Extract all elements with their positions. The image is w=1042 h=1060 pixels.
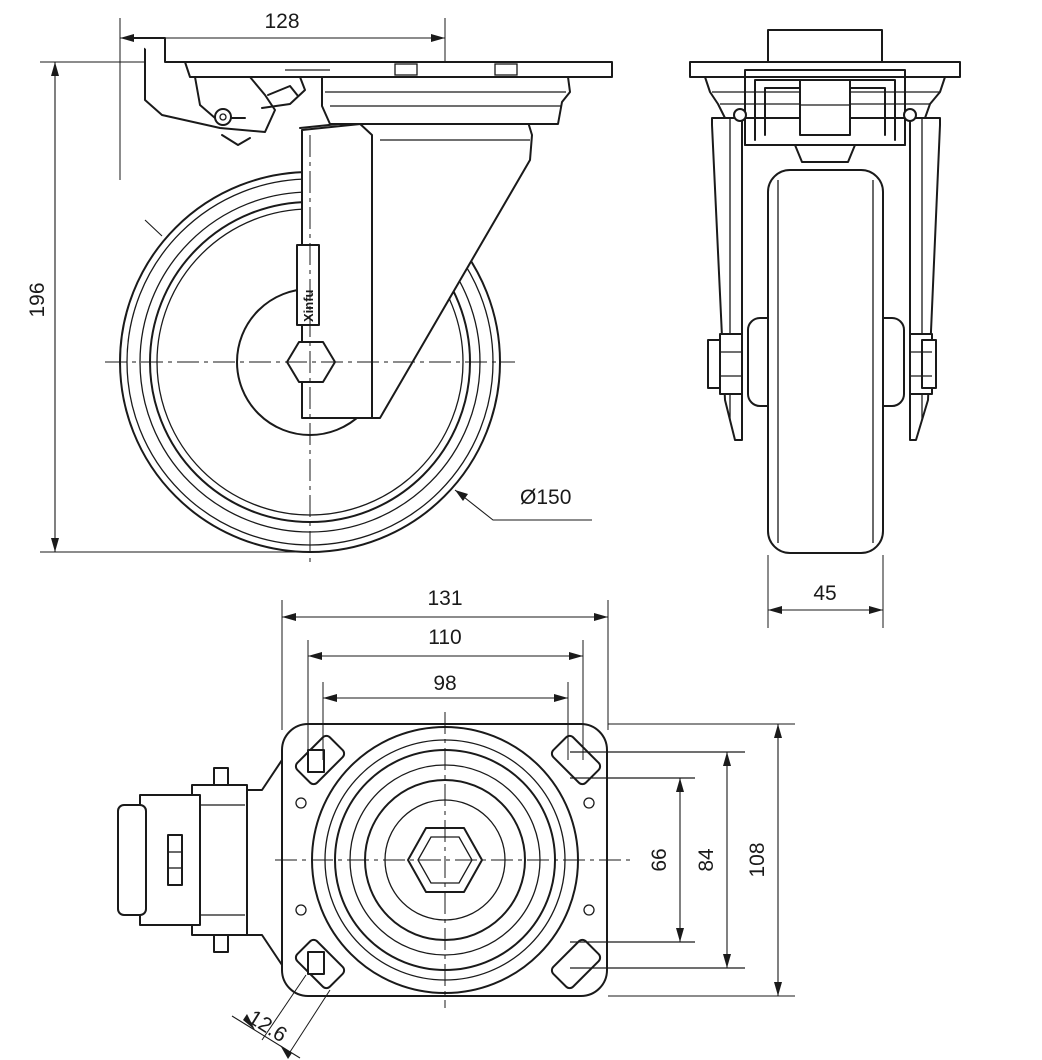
dim-bolt-hole-size: 12.6 <box>244 1006 291 1047</box>
brake-pedal-top <box>117 759 283 966</box>
top-view: 131 110 98 66 <box>117 587 795 1059</box>
dim-bolt-spacing-outer: 110 <box>428 626 461 649</box>
dim-overall-height: 196 <box>26 282 49 317</box>
brand-logo: Xinfu <box>296 244 320 326</box>
dimension-196: 196 <box>26 61 310 553</box>
side-view: Xinfu <box>26 10 613 565</box>
dim-wheel-diameter: Ø150 <box>520 486 571 509</box>
bolt-slots <box>294 734 602 990</box>
dim-bolt-spacing-short-inner: 66 <box>648 848 671 871</box>
wheel-front <box>747 169 905 554</box>
dimension-66: 66 <box>648 778 684 942</box>
dim-bolt-spacing-inner: 98 <box>433 672 456 695</box>
dim-top-plate-length: 128 <box>264 10 299 33</box>
dimension-98: 98 <box>322 672 569 760</box>
dim-plate-length: 108 <box>746 842 769 877</box>
front-view: 45 <box>689 29 961 628</box>
axle-bolts-front <box>707 333 937 395</box>
dim-bolt-spacing-short-outer: 84 <box>695 848 718 872</box>
dimension-45: 45 <box>767 555 884 628</box>
brand-mark: Xinfu <box>301 289 316 322</box>
dimension-108: 108 <box>608 723 795 997</box>
dimension-131: 131 <box>281 587 609 730</box>
brake-cage-front <box>733 69 917 163</box>
wheel-leader-tick <box>144 219 163 237</box>
brake-lever <box>130 37 306 146</box>
dimension-84: 84 <box>695 752 731 968</box>
dimension-128: 128 <box>119 10 446 180</box>
swivel-head <box>144 61 613 125</box>
fork-bracket <box>299 121 533 419</box>
dim-wheel-width: 45 <box>813 582 836 605</box>
dimension-110: 110 <box>307 626 584 760</box>
dim-plate-width: 131 <box>427 587 462 610</box>
dimension-diameter: Ø150 <box>454 486 592 521</box>
